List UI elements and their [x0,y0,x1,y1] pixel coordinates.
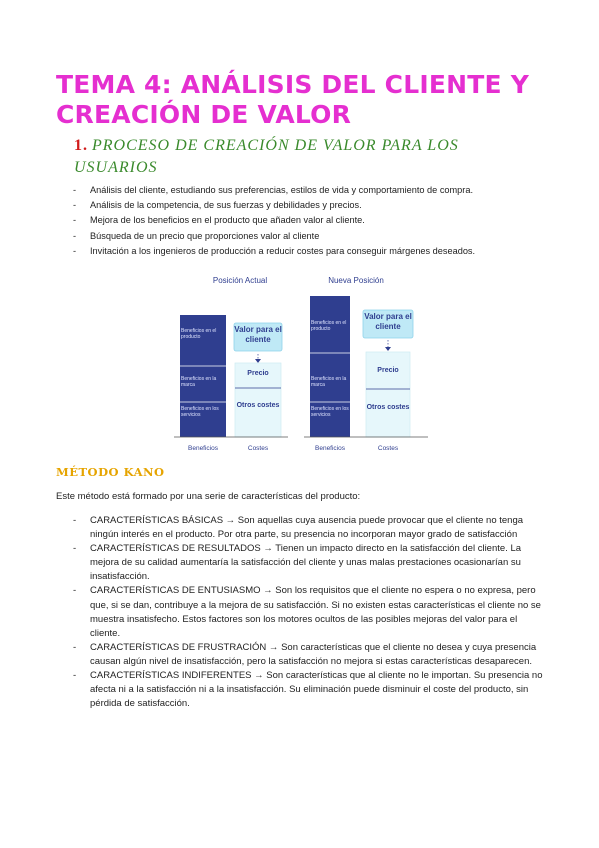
benefit-services-label: Beneficios en los servicios [311,406,349,418]
current-other-costs-label: Otros costes [236,402,280,409]
list-item: CARACTERÍSTICAS DE ENTUSIASMO → Son los … [70,584,548,640]
process-bullet-list: Análisis del cliente, estudiando sus pre… [70,183,570,259]
current-value-label: Valor para el cliente [234,325,282,344]
arrow-down-icon [385,347,391,351]
list-item: Búsqueda de un precio que proporciones v… [70,229,570,244]
x-label-costs: Costes [248,445,269,452]
current-price-label: Precio [247,370,268,377]
current-costs-bar [234,362,282,438]
list-item: Análisis de la competencia, de sus fuerz… [70,198,570,213]
section-number: 1. [74,137,88,154]
new-value-box [362,309,414,339]
section-heading: 1.PROCESO DE CREACIÓN DE VALOR PARA LOS … [74,135,534,179]
benefit-brand-label: Beneficios en la marca [181,376,217,388]
value-creation-diagram: Posición Actual Beneficios en el product… [174,276,428,452]
list-item: CARACTERÍSTICAS BÁSICAS → Son aquellas c… [70,514,548,542]
benefit-brand-label: Beneficios en la marca [311,376,347,388]
current-benefits-bar [180,315,226,437]
new-benefits-bar [310,296,350,437]
benefit-product-label: Beneficios en el producto [181,328,217,340]
kano-characteristics-list: CARACTERÍSTICAS BÁSICAS → Son aquellas c… [70,514,548,711]
benefit-services-label: Beneficios en los servicios [181,406,219,418]
new-price-label: Precio [377,367,398,374]
right-diagram-title: Nueva Posición [328,276,384,285]
benefit-product-label: Beneficios en el producto [311,320,347,332]
list-item: Mejora de los beneficios en el producto … [70,213,570,228]
list-item: CARACTERÍSTICAS DE RESULTADOS → Tienen u… [70,542,548,584]
list-item: CARACTERÍSTICAS INDIFERENTES → Son carac… [70,669,548,711]
x-label-costs: Costes [378,445,399,452]
arrow-down-icon [255,359,261,363]
list-item: Invitación a los ingenieros de producció… [70,244,570,259]
list-item: CARACTERÍSTICAS DE FRUSTRACIÓN → Son car… [70,641,548,669]
new-costs-bar [365,351,411,438]
current-value-box [233,322,283,352]
page-title: TEMA 4: ANÁLISIS DEL CLIENTE Y CREACIÓN … [56,70,530,129]
section-heading-text: PROCESO DE CREACIÓN DE VALOR PARA LOS US… [74,137,459,176]
kano-intro: Este método está formado por una serie d… [56,491,361,502]
new-other-costs-label: Otros costes [366,404,410,411]
left-diagram-title: Posición Actual [213,276,267,285]
kano-heading: MÉTODO KANO [56,465,165,479]
x-label-benefits: Beneficios [188,445,219,452]
new-value-label: Valor para el cliente [364,312,412,331]
x-label-benefits: Beneficios [315,445,346,452]
list-item: Análisis del cliente, estudiando sus pre… [70,183,570,198]
